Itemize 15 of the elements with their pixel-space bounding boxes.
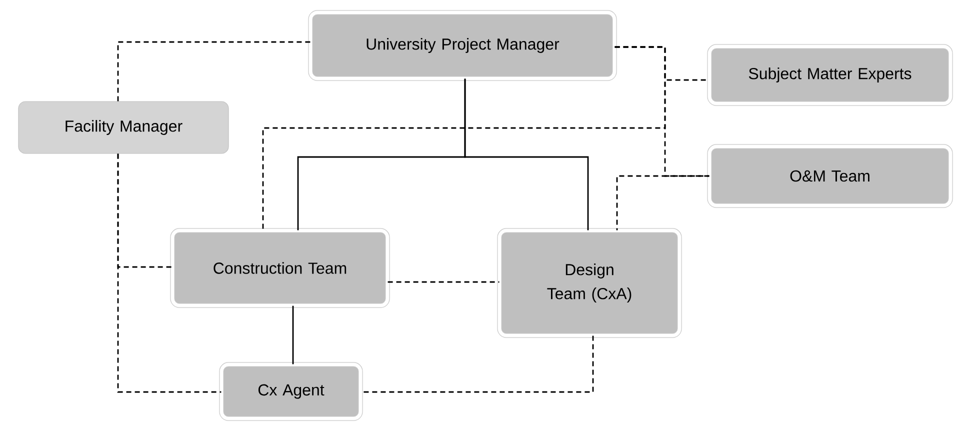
dashed-connector [262,46,666,230]
team-box: Subject Matter Experts [707,44,953,106]
dashed-connector [616,175,710,230]
connector [464,78,589,230]
dashed-connector [117,41,310,102]
team-box: Cx Agent [219,362,363,421]
dashed-connector [360,336,594,393]
team-box: Design Team (CxA) [497,228,682,338]
team-box: O&M Team [707,144,953,208]
team-box: Construction Team [170,228,390,308]
connector [292,306,294,364]
team-box: University Project Manager [308,10,617,81]
dashed-connector [117,154,222,393]
role-box: Facility Manager [18,101,229,154]
dashed-connector [388,281,500,283]
